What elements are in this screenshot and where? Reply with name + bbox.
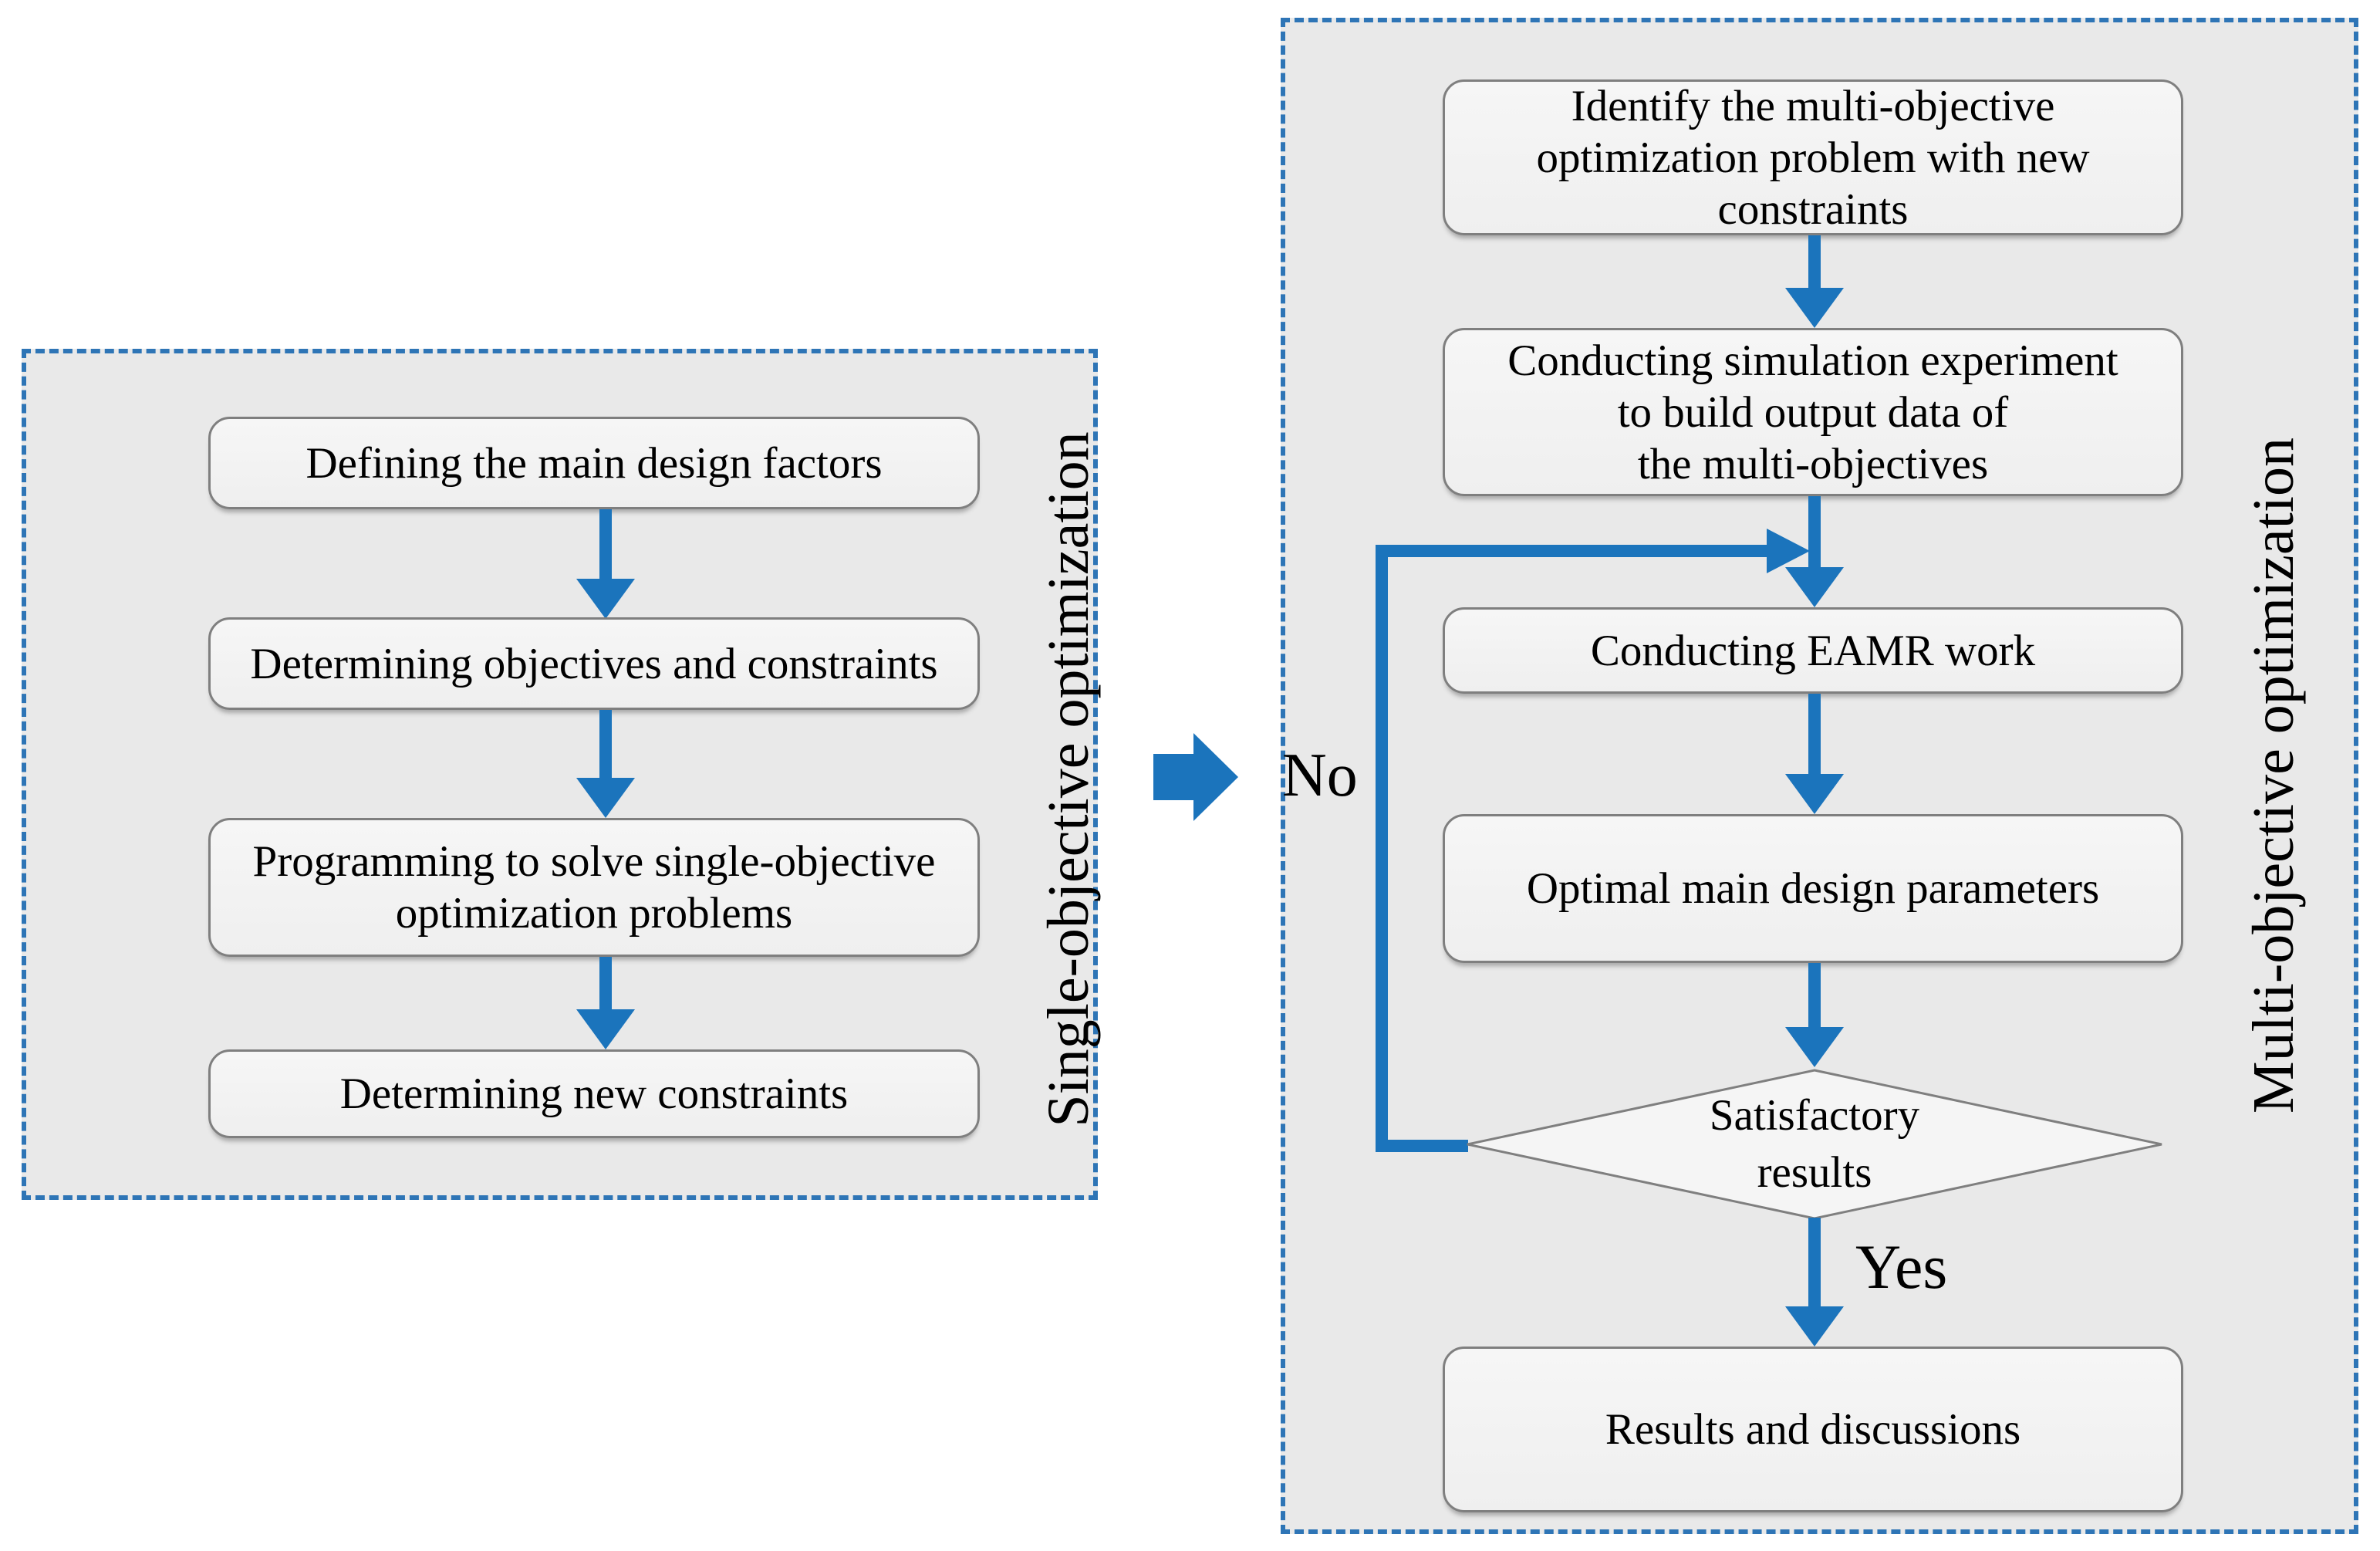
flow-box-text: Results and discussions: [1605, 1405, 2021, 1454]
down-arrow-connector: [1808, 694, 1821, 774]
down-arrowhead-icon: [576, 1009, 635, 1049]
single-objective-optimization-label: Single-objective optimization: [1035, 431, 1101, 1127]
down-arrowhead-icon: [1785, 774, 1844, 814]
flow-box-text: to build output data of: [1617, 387, 2009, 437]
flow-box-programming-single-objective: Programming to solve single-objective op…: [208, 818, 980, 957]
flow-box-text: Determining objectives and constraints: [250, 639, 938, 688]
down-arrowhead-icon: [1785, 1027, 1844, 1067]
right-arrowhead-icon: [1767, 529, 1810, 573]
flow-box-defining-design-factors: Defining the main design factors: [208, 417, 980, 509]
no-loop-horizontal-connector: [1381, 545, 1767, 557]
flow-box-simulation-experiment: Conducting simulation experiment to buil…: [1443, 328, 2183, 496]
flow-box-objectives-constraints: Determining objectives and constraints: [208, 617, 980, 710]
no-loop-bottom-connector: [1376, 1140, 1468, 1152]
down-arrow-connector: [1808, 496, 1821, 567]
flow-box-text: Satisfactory: [1709, 1091, 1920, 1140]
panel-transition-arrow: [1153, 754, 1193, 800]
flow-box-text: Identify the multi-objective: [1571, 81, 2055, 130]
flow-box-new-constraints: Determining new constraints: [208, 1049, 980, 1138]
flow-box-optimal-parameters: Optimal main design parameters: [1443, 814, 2183, 963]
flow-box-text: Conducting EAMR work: [1590, 626, 2036, 675]
right-arrowhead-icon: [1193, 733, 1238, 821]
flow-box-identify-problem: Identify the multi-objective optimizatio…: [1443, 79, 2183, 235]
flow-box-results-discussions: Results and discussions: [1443, 1347, 2183, 1512]
flow-box-eamr-work: Conducting EAMR work: [1443, 607, 2183, 694]
down-arrowhead-icon: [1785, 288, 1844, 328]
flow-box-text: Optimal main design parameters: [1526, 864, 2100, 913]
down-arrow-connector: [1808, 963, 1821, 1027]
flow-box-text: the multi-objectives: [1637, 439, 1989, 488]
flow-box-text: constraints: [1717, 184, 1909, 234]
flow-box-text: results: [1757, 1148, 1872, 1197]
multi-objective-optimization-label: Multi-objective optimization: [2240, 438, 2306, 1113]
down-arrow-connector: [1808, 235, 1821, 288]
down-arrowhead-icon: [576, 579, 635, 619]
no-loop-vertical-connector: [1376, 545, 1388, 1151]
flow-box-text: Programming to solve single-objective: [252, 837, 936, 886]
decision-diamond-text: Satisfactory results: [1466, 1069, 2163, 1220]
down-arrowhead-icon: [576, 778, 635, 818]
no-branch-label: No: [1282, 742, 1358, 809]
down-arrow-connector: [599, 957, 612, 1009]
yes-branch-label: Yes: [1855, 1232, 1948, 1302]
down-arrow-connector: [599, 509, 612, 579]
flow-box-text: Conducting simulation experiment: [1507, 336, 2118, 385]
down-arrowhead-icon: [1785, 567, 1844, 607]
down-arrowhead-icon: [1785, 1306, 1844, 1347]
flow-box-text: optimization problem with new: [1536, 133, 2090, 182]
down-arrow-connector: [1808, 1218, 1821, 1306]
flow-box-text: Determining new constraints: [339, 1069, 849, 1118]
down-arrow-connector: [599, 710, 612, 778]
flow-box-text: Defining the main design factors: [306, 438, 883, 488]
flow-box-text: optimization problems: [395, 889, 793, 938]
